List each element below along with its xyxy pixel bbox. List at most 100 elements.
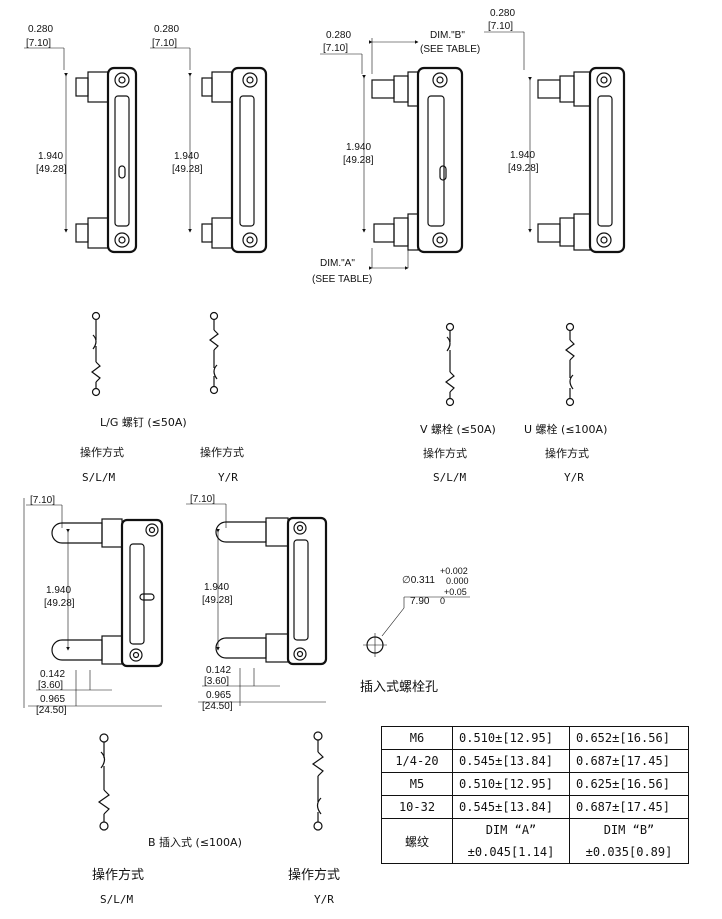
- table-footer-row: 螺纹 DIM “A” ±0.045[1.14] DIM “B” ±0.035[0…: [381, 818, 689, 864]
- hole-caption: 插入式螺栓孔: [360, 680, 438, 695]
- span-in: 1.940: [38, 151, 63, 162]
- mode-yr: Y/R: [314, 893, 334, 906]
- d1-in: 0.142: [206, 665, 231, 676]
- dim-a-cell: 0.545±[13.84]: [452, 749, 570, 773]
- dim-a-label: DIM."A": [320, 258, 355, 269]
- terminal-screw: [211, 217, 233, 249]
- thread-cell: 1/4-20: [381, 749, 453, 773]
- hole-mm: 7.90: [410, 596, 430, 607]
- top-drawing-1: 0.280 [7.10] 1.940 [49.28]: [24, 24, 138, 254]
- breaker-body: [106, 66, 138, 254]
- offset-in: 0.280: [326, 30, 351, 41]
- terminal-screw: [211, 71, 233, 103]
- mode-label: 操作方式: [545, 446, 589, 460]
- top-drawing-3: 0.280 [7.10] DIM."B" (SEE TABLE) 1.940 […: [312, 30, 480, 285]
- plug-in-terminal: [51, 639, 103, 661]
- dim-b-header: DIM “B”: [603, 823, 655, 837]
- mode-yr: Y/R: [564, 471, 584, 484]
- d1-in: 0.142: [40, 669, 65, 680]
- d2-mm: [24.50]: [202, 701, 233, 712]
- b-title: B 插入式 (≤100A): [148, 835, 242, 849]
- mode-label: 操作方式: [288, 867, 340, 883]
- dim-a-header-cell: DIM “A” ±0.045[1.14]: [452, 818, 570, 864]
- table-row: 10-32 0.545±[13.84] 0.687±[17.45]: [381, 795, 689, 819]
- table-row: M6 0.510±[12.95] 0.652±[16.56]: [381, 726, 689, 750]
- breaker-body: [120, 518, 164, 668]
- mode-label: 操作方式: [423, 446, 467, 460]
- d2-in: 0.965: [206, 690, 231, 701]
- offset-mm: [7.10]: [152, 38, 177, 49]
- span-in: 1.940: [174, 151, 199, 162]
- symbol-b-yr: [311, 731, 324, 831]
- dim-b-cell: 0.652±[16.56]: [569, 726, 689, 750]
- offset-in: 0.280: [154, 24, 179, 35]
- span-mm: [49.28]: [202, 595, 233, 606]
- mode-slm: S/L/M: [82, 471, 115, 484]
- hole-diameter: ∅0.311: [402, 575, 435, 586]
- mode-yr: Y/R: [218, 471, 238, 484]
- d2-mm: [24.50]: [36, 705, 67, 716]
- offset-in: 0.280: [490, 8, 515, 19]
- span-mm: [49.28]: [508, 163, 539, 174]
- lg-title: L/G 螺钉 (≤50A): [100, 416, 187, 429]
- hole-tol-in-upper: +0.002: [440, 566, 468, 576]
- offset-mm: [7.10]: [323, 43, 348, 54]
- breaker-body: [230, 66, 268, 254]
- mode-slm: S/L/M: [100, 893, 133, 906]
- thread-cell: 10-32: [381, 795, 453, 819]
- top-drawing-2: 0.280 [7.10] 1.940 [49.28]: [150, 24, 268, 254]
- d1-mm: [3.60]: [38, 680, 63, 691]
- offset-mm: [7.10]: [26, 38, 51, 49]
- terminal-screw: [87, 71, 109, 103]
- dim-a-header: DIM “A”: [485, 823, 537, 837]
- dim-b-cell: 0.687±[17.45]: [569, 749, 689, 773]
- dim-a-tolerance: ±0.045[1.14]: [467, 845, 555, 859]
- dim-b-label: DIM."B": [430, 30, 465, 41]
- symbol-u-yr: [565, 322, 575, 407]
- dim-b-header-cell: DIM “B” ±0.035[0.89]: [569, 818, 689, 864]
- dim-a-cell: 0.510±[12.95]: [452, 772, 570, 796]
- terminal-bolt: [371, 79, 395, 99]
- bottom-drawing-2: [7.10] 1.940 [49.28] 0.142 [3.60] 0.965 …: [186, 494, 328, 712]
- offset-mm: [7.10]: [190, 494, 215, 505]
- offset-in: 0.280: [28, 24, 53, 35]
- bottom-drawing-1: [7.10] 1.940 [49.28] 0.142 [3.60] 0.965 …: [23, 495, 164, 716]
- dim-b-note: (SEE TABLE): [420, 44, 480, 55]
- hole-callout: ∅0.311 +0.002 0.000 +0.05 7.90 0: [363, 566, 470, 657]
- dim-a-cell: 0.545±[13.84]: [452, 795, 570, 819]
- span-mm: [49.28]: [36, 164, 67, 175]
- symbol-b-slm: [97, 733, 110, 831]
- v-title: V 螺栓 (≤50A): [420, 422, 496, 436]
- span-in: 1.940: [46, 585, 71, 596]
- terminal-screw: [87, 217, 109, 249]
- span-in: 1.940: [346, 142, 371, 153]
- symbol-v-slm: [445, 322, 455, 407]
- span-in: 1.940: [510, 150, 535, 161]
- terminal-bolt: [373, 223, 395, 243]
- dim-a-note: (SEE TABLE): [312, 274, 372, 285]
- plug-in-terminal: [215, 521, 267, 543]
- dim-a-cell: 0.510±[12.95]: [452, 726, 570, 750]
- terminal-bolt: [537, 79, 561, 99]
- hole-tol-mm-upper: +0.05: [444, 587, 467, 597]
- table-row: 1/4-20 0.545±[13.84] 0.687±[17.45]: [381, 749, 689, 773]
- dim-b-tolerance: ±0.035[0.89]: [585, 845, 673, 859]
- mode-label: 操作方式: [80, 445, 124, 459]
- symbol-lg-slm: [91, 311, 101, 397]
- hole-tol-in-lower: 0.000: [446, 576, 469, 586]
- span-mm: [49.28]: [343, 155, 374, 166]
- symbol-lg-yr: [209, 311, 219, 395]
- thread-cell: M5: [381, 772, 453, 796]
- d1-mm: [3.60]: [204, 676, 229, 687]
- offset-mm: [7.10]: [488, 21, 513, 32]
- u-title: U 螺栓 (≤100A): [524, 422, 607, 436]
- breaker-body: [286, 516, 328, 666]
- slot-mark: [118, 165, 126, 179]
- span-in: 1.940: [204, 582, 229, 593]
- mode-label: 操作方式: [92, 867, 144, 883]
- breaker-body: [588, 66, 626, 254]
- table-row: M5 0.510±[12.95] 0.625±[16.56]: [381, 772, 689, 796]
- dim-b-cell: 0.687±[17.45]: [569, 795, 689, 819]
- thread-header: 螺纹: [381, 818, 453, 864]
